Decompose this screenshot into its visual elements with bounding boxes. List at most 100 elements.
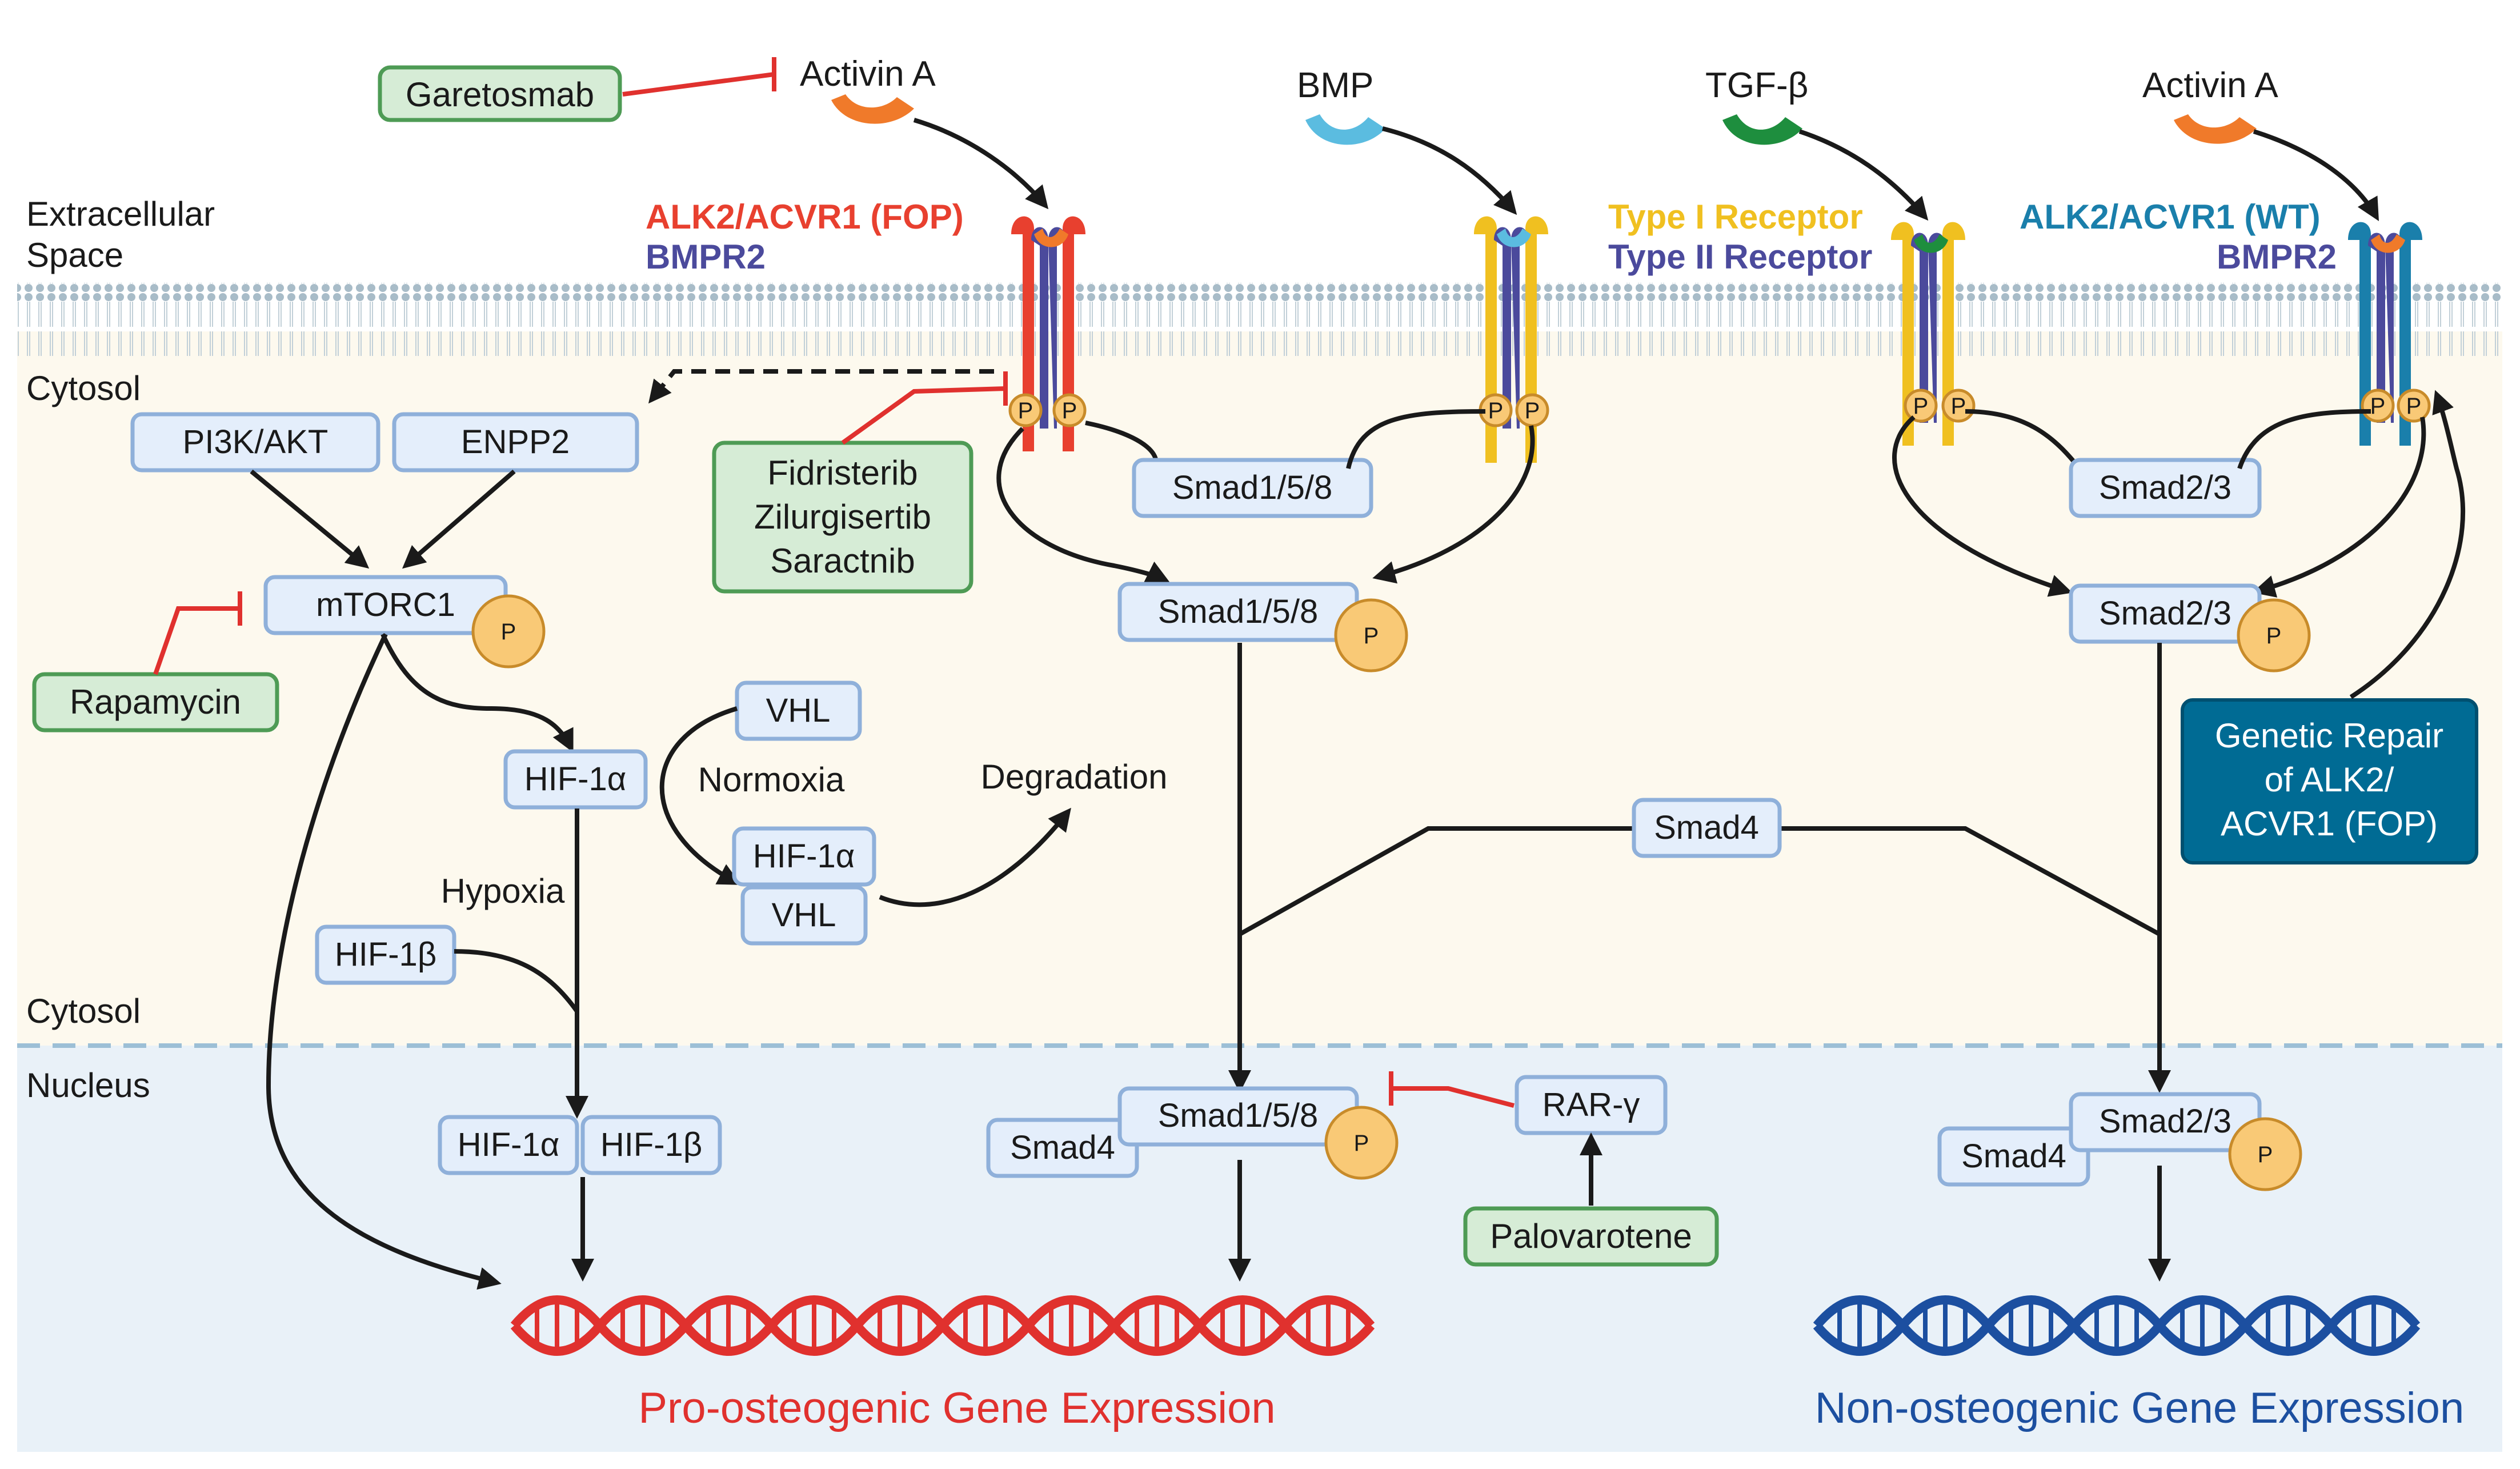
svg-text:Smad4: Smad4 [1010, 1129, 1115, 1166]
activin-label-left: Activin A [800, 54, 936, 94]
nuc-hif1a-box [438, 1115, 579, 1175]
arrow-enpp2-mtorc1 [402, 469, 516, 569]
smad23-top-label: Smad2/3 [2099, 469, 2231, 506]
wt-type2-label: BMPR2 [2217, 238, 2337, 276]
nuc-smad4-left-box [986, 1118, 1139, 1178]
genetic-repair-line3: ACVR1 (FOP) [2221, 804, 2438, 843]
fidristerib-label: Fidristerib [767, 454, 918, 492]
cytosol-label-bottom: Cytosol [26, 992, 141, 1030]
dna-non-osteogenic [1813, 1295, 2421, 1356]
svg-text:P: P [1364, 623, 1379, 649]
smad158-phos-label: Smad1/5/8 [1158, 593, 1319, 630]
cytosol-label-top: Cytosol [26, 369, 141, 407]
activin-label-right: Activin A [2142, 66, 2278, 105]
pi3k-box [130, 412, 380, 473]
svg-text:P: P [1525, 398, 1540, 423]
receptor-bmp [1474, 216, 1548, 463]
hif1a-vhl-bottom [740, 885, 868, 946]
arrow-mtorc1-dna [266, 633, 502, 1290]
svg-text:HIF-1β: HIF-1β [600, 1126, 702, 1163]
svg-text:HIF-1α: HIF-1α [458, 1126, 560, 1163]
dna-pro-osteogenic [510, 1295, 1375, 1356]
hif1a-label: HIF-1α [524, 760, 627, 798]
activin-ligand-right [2174, 114, 2257, 144]
inhibit-kinase [841, 371, 1008, 445]
svg-text:P: P [1354, 1131, 1369, 1156]
svg-text:P: P [2370, 394, 2386, 419]
svg-text:P: P [2266, 623, 2282, 649]
zilurgisertib-label: Zilurgisertib [754, 498, 931, 536]
tgfb-label: TGF-β [1705, 66, 1808, 105]
line-bmp-smad158 [1346, 409, 1486, 469]
inhibit-garetosmab [622, 57, 776, 97]
palovarotene-box[interactable] [1463, 1206, 1719, 1267]
fop-type2-label: BMPR2 [646, 238, 766, 276]
arrow-tgfb-phospho [1892, 415, 2073, 597]
arrow-fop-phospho [996, 427, 1170, 582]
nuc-smad23-phospho [2228, 1117, 2302, 1191]
bmp-ligand [1305, 114, 1385, 145]
nuc-hif1b-box [580, 1115, 722, 1175]
smad158-phospho [1334, 598, 1408, 673]
hif1b-box [315, 924, 456, 985]
vhl-label: VHL [766, 692, 831, 729]
svg-text:P: P [1062, 398, 1077, 423]
genetic-repair-line2: of ALK2/ [2265, 760, 2394, 799]
cell-membrane [17, 283, 2502, 356]
svg-text:VHL: VHL [772, 896, 836, 934]
hypoxia-label: Hypoxia [441, 872, 565, 910]
arrow-fop-to-pi3k [648, 369, 994, 404]
genetic-repair-line1: Genetic Repair [2215, 717, 2443, 755]
arrow-wt-phospho [2252, 417, 2426, 598]
smad23-phos-label: Smad2/3 [2099, 595, 2231, 632]
nuc-smad4-right-box [1937, 1126, 2090, 1187]
arrow-activin-fop [913, 118, 1049, 210]
pi3k-label: PI3K/AKT [183, 423, 328, 461]
svg-text:Smad4: Smad4 [1961, 1138, 2066, 1175]
svg-text:P: P [501, 619, 516, 645]
svg-text:Smad2/3: Smad2/3 [2099, 1103, 2231, 1140]
line-smad4-right [1780, 826, 2161, 936]
smad23-phospho [2237, 598, 2311, 673]
rapamycin-label: Rapamycin [70, 683, 241, 721]
arrow-vhl-complex [659, 706, 742, 885]
line-smad4-left [1239, 826, 1634, 936]
smad4-label: Smad4 [1654, 809, 1759, 846]
svg-text:P: P [2406, 394, 2422, 419]
svg-text:HIF-1α: HIF-1α [753, 838, 855, 875]
pro-osteogenic-label: Pro-osteogenic Gene Expression [638, 1384, 1275, 1432]
arrow-pi3k-mtorc1 [250, 469, 370, 569]
arrow-repair-receptor [2349, 390, 2466, 699]
nuc-smad158-phospho [1324, 1106, 1399, 1180]
activin-ligand-left [831, 94, 914, 124]
arrow-activin-wt [2253, 129, 2379, 221]
saractnib-label: Saractnib [770, 542, 915, 580]
bmp-label: BMP [1297, 66, 1373, 105]
arrow-mtorc1-hif1a [380, 633, 574, 753]
degradation-label: Degradation [981, 758, 1168, 796]
smad158-top-label: Smad1/5/8 [1172, 469, 1333, 506]
arrow-tgfb [1798, 129, 1929, 221]
arrow-bmp [1382, 126, 1517, 215]
svg-text:P: P [1913, 394, 1929, 419]
garetosmab-box[interactable] [378, 65, 622, 122]
arrow-degradation [879, 807, 1071, 907]
svg-text:P: P [1951, 394, 1966, 419]
garetosmab-label: Garetosmab [406, 75, 594, 114]
svg-text:P: P [1488, 398, 1504, 423]
svg-text:P: P [1018, 398, 1033, 423]
nucleus-label: Nucleus [26, 1066, 150, 1104]
enpp2-label: ENPP2 [461, 423, 570, 461]
line-tgfb-smad23 [1965, 409, 2082, 470]
mtorc1-phospho [471, 594, 546, 669]
genetic-repair-box[interactable] [2181, 698, 2478, 864]
type2-legend-label: Type II Receptor [1608, 238, 1872, 276]
mtorc1-label: mTORC1 [316, 586, 455, 623]
smad158-top-box [1132, 458, 1373, 518]
smad23-top-box [2069, 458, 2262, 518]
wt-type1-label: ALK2/ACVR1 (WT) [2020, 198, 2321, 236]
fop-type1-label: ALK2/ACVR1 (FOP) [646, 198, 964, 236]
receptor-tgfb [1891, 222, 1965, 446]
